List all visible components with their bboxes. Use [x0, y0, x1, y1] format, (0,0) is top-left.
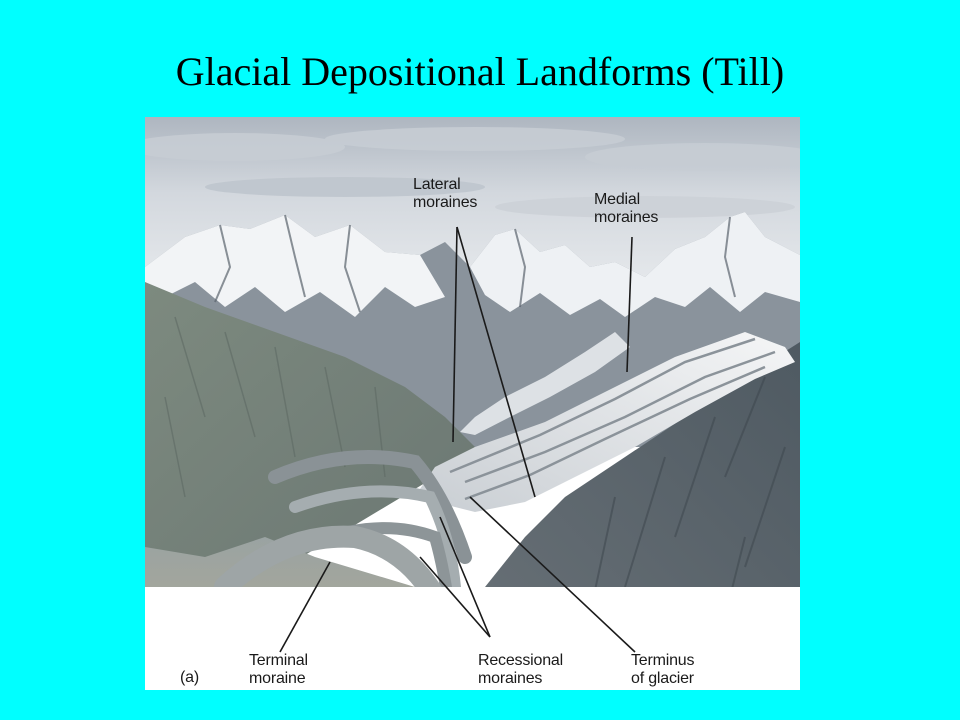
- leader-lines: [279, 226, 636, 653]
- snowfields-right: [470, 212, 800, 317]
- clouds: [145, 127, 800, 218]
- rock-ridges: [214, 214, 736, 313]
- tributary-glacier: [460, 332, 630, 435]
- glacier-scene: [145, 117, 800, 690]
- medial-moraine-stripes: [449, 337, 776, 501]
- glacier-ice: [420, 332, 795, 512]
- label-medial-moraines: Medial moraines: [594, 191, 659, 226]
- label-terminal-moraine: Terminal moraine: [249, 652, 308, 687]
- label-recessional-moraines: Recessional moraines: [478, 652, 563, 687]
- slide-title: Glacial Depositional Landforms (Till): [175, 49, 785, 94]
- leader-terminal: [279, 561, 331, 653]
- label-terminus-of-glacier: Terminus of glacier: [631, 652, 695, 687]
- leader-lateral-left: [452, 226, 458, 443]
- caption-band: [145, 587, 800, 690]
- leader-recessional-1: [439, 516, 491, 638]
- glacier-illustration: Lateral moraines Medial moraines Termina…: [145, 117, 800, 690]
- label-lateral-moraines: Lateral moraines: [413, 176, 478, 211]
- leader-medial: [626, 236, 633, 373]
- leader-recessional-2: [419, 556, 491, 638]
- left-valley-wall: [145, 282, 475, 597]
- leader-terminus: [469, 496, 636, 653]
- leader-lateral-right: [456, 226, 536, 498]
- panel-letter: (a): [180, 669, 199, 686]
